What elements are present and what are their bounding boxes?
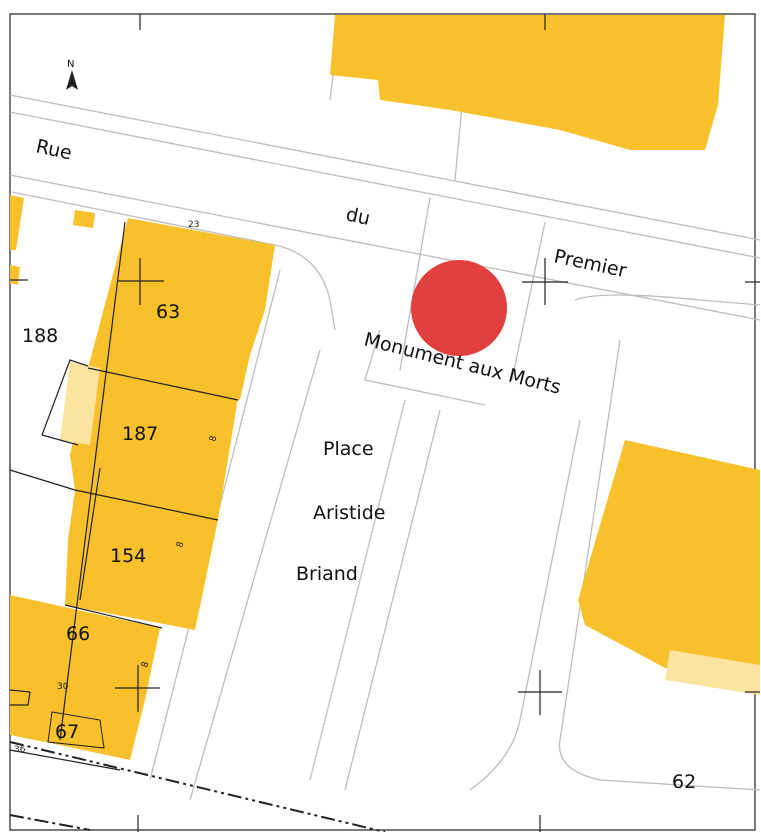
street-number-8c: 8 <box>140 660 151 668</box>
building-right <box>578 440 760 680</box>
buildings <box>10 15 760 760</box>
survey-crosses <box>10 14 760 832</box>
parcel-number-188: 188 <box>22 325 58 347</box>
building-187-annex <box>60 362 100 445</box>
building-154 <box>65 490 218 630</box>
parcel-number-67: 67 <box>55 721 79 743</box>
street-number-36: 36 <box>14 745 26 755</box>
building-right-light <box>665 650 760 695</box>
building-66 <box>10 595 160 760</box>
building-63 <box>88 218 275 400</box>
street-number-8b: 8 <box>175 540 186 548</box>
street-outlines <box>9 19 761 801</box>
building-small-1 <box>73 210 95 228</box>
street-label-du: du <box>344 203 372 230</box>
building-top <box>330 15 725 150</box>
parcel-number-62: 62 <box>672 771 696 793</box>
monument-marker <box>411 260 507 356</box>
place-label-place: Place <box>323 438 374 460</box>
street-number-30: 30 <box>57 682 69 692</box>
street-number-8a: 8 <box>208 434 219 442</box>
street-number-23: 23 <box>188 220 199 230</box>
north-label: N <box>67 59 74 70</box>
parcel-number-66: 66 <box>66 623 90 645</box>
north-arrow-icon: N <box>66 59 78 90</box>
building-left-edge <box>10 195 24 250</box>
lower-boundary <box>9 814 91 831</box>
building-187 <box>70 368 238 520</box>
administrative-boundary <box>9 741 386 832</box>
place-label-briand: Briand <box>296 563 358 585</box>
place-label-aristide: Aristide <box>313 502 385 524</box>
parcel-number-154: 154 <box>110 545 146 567</box>
parcel-number-63: 63 <box>156 301 180 323</box>
parcel-number-187: 187 <box>122 423 158 445</box>
parcel-lines <box>9 221 239 771</box>
